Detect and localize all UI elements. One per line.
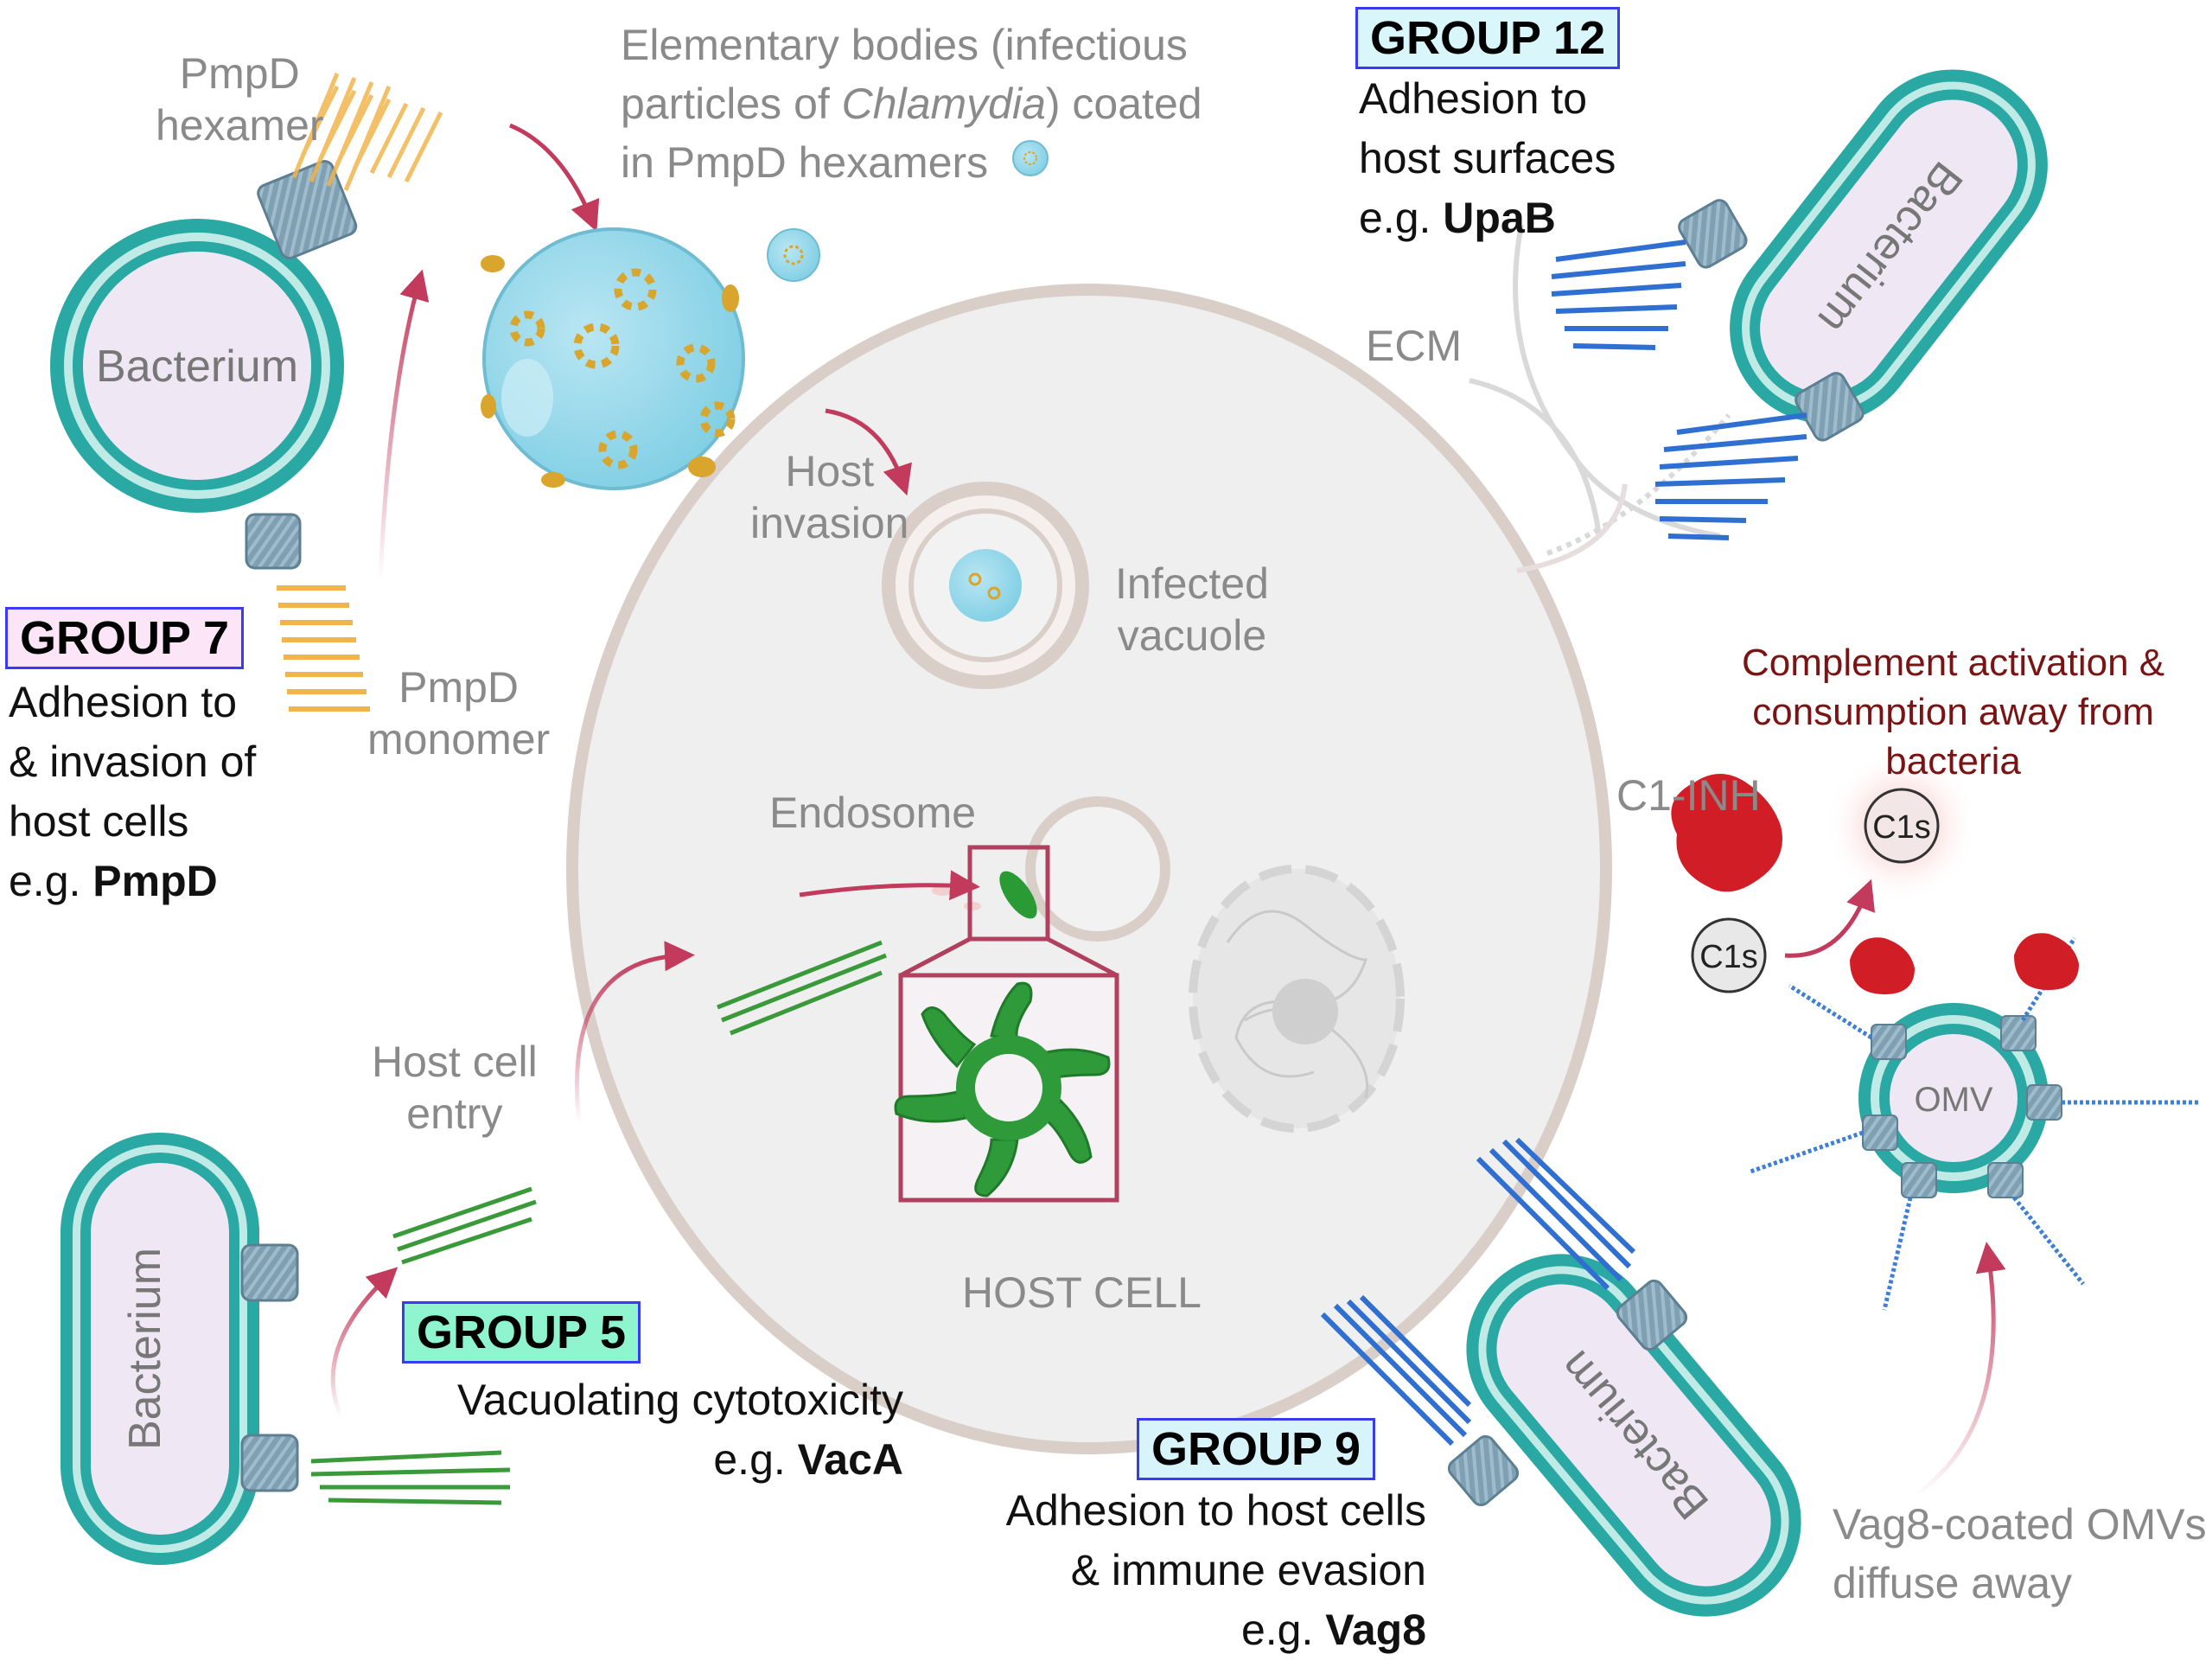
group5-example: e.g. VacA bbox=[411, 1430, 903, 1490]
group7-example-prefix: e.g. bbox=[9, 857, 93, 905]
group9-example-prefix: e.g. bbox=[1240, 1606, 1326, 1654]
eb-caption-line2-post: ) coated bbox=[1045, 80, 1202, 128]
small-elementary-body-1 bbox=[767, 228, 820, 282]
endosome-arrow bbox=[799, 870, 980, 901]
group9-line1: Adhesion to host cells bbox=[1005, 1486, 1426, 1535]
vaca-release-arrow bbox=[330, 1267, 398, 1420]
group5-example-name: VacA bbox=[797, 1435, 903, 1484]
host-cell bbox=[566, 284, 1612, 1454]
complement-line2: consumption away from bbox=[1752, 691, 2154, 734]
pmpd-monomer-label-line1: PmpD bbox=[398, 663, 520, 712]
monomer-to-hexamer-arrow bbox=[378, 269, 430, 580]
c1s-release-arrow bbox=[1784, 878, 1876, 958]
omv-label: OMV bbox=[1914, 1081, 1992, 1119]
omv-vesicle: OMV bbox=[1750, 936, 2200, 1311]
group7-line2: & invasion of bbox=[9, 738, 257, 786]
group7-example-name: PmpD bbox=[92, 857, 218, 905]
group7-bacterium: Bacterium bbox=[50, 219, 344, 513]
group9-bacterium: Bacterium bbox=[1466, 1254, 1801, 1617]
vaca-protein-icon bbox=[240, 940, 887, 1505]
group9-title: GROUP 9 bbox=[1137, 1418, 1376, 1481]
group7-line3: host cells bbox=[9, 797, 189, 846]
group5-title: GROUP 5 bbox=[402, 1301, 641, 1364]
omv-diffuse-arrow bbox=[1913, 1242, 2006, 1498]
host-cell-label: HOST CELL bbox=[962, 1268, 1202, 1317]
group5-example-prefix: e.g. bbox=[713, 1435, 798, 1484]
group12-line2: host surfaces bbox=[1359, 134, 1616, 182]
group12-example-prefix: e.g. bbox=[1359, 194, 1444, 242]
group5-line1: Vacuolating cytotoxicity bbox=[457, 1376, 903, 1424]
group7-example: e.g. PmpD bbox=[9, 852, 256, 911]
host-cell-entry-arrow bbox=[575, 941, 695, 1125]
infected-vacuole-label: Infected vacuole bbox=[1115, 558, 1269, 661]
hexamer-to-eb-arrow bbox=[509, 123, 600, 232]
vag8-protein-icon bbox=[1320, 1137, 1688, 1507]
infected-vacuole-line2: vacuole bbox=[1117, 611, 1267, 660]
endosome-label: Endosome bbox=[769, 789, 977, 837]
group12-example: e.g. UpaB bbox=[1359, 188, 1616, 248]
group12-description: Adhesion to host surfaces e.g. UpaB bbox=[1359, 69, 1616, 248]
group9-example-name: Vag8 bbox=[1325, 1606, 1426, 1654]
chlamydia-italic: Chlamydia bbox=[841, 80, 1046, 128]
c1s-free-label: C1s bbox=[1872, 809, 1931, 846]
host-cell-entry-line2: entry bbox=[406, 1089, 503, 1138]
pmpd-monomer-label-line2: monomer bbox=[367, 715, 551, 763]
elementary-body bbox=[481, 140, 1049, 490]
pmpd-monomer-icon bbox=[245, 513, 370, 712]
group5-bacterium-label: Bacterium bbox=[120, 1248, 170, 1450]
group7-title: GROUP 7 bbox=[5, 607, 245, 670]
endosome bbox=[932, 796, 1170, 942]
eb-caption-line3: in PmpD hexamers bbox=[621, 138, 989, 187]
complement-line1: Complement activation & bbox=[1742, 642, 2165, 684]
group7-line1: Adhesion to bbox=[9, 678, 238, 726]
group12-example-name: UpaB bbox=[1443, 194, 1556, 242]
pmpd-hexamer-label-line2: hexamer bbox=[156, 101, 324, 150]
c1-inh-protein-icon bbox=[1671, 774, 2079, 994]
group12-line1: Adhesion to bbox=[1359, 74, 1588, 123]
host-invasion-label: Host invasion bbox=[750, 445, 908, 549]
upab-protein-icon bbox=[1551, 199, 1865, 540]
pmpd-hexamer-label-line1: PmpD bbox=[179, 49, 300, 98]
small-elementary-body-2 bbox=[1012, 140, 1049, 176]
group9-line2: & immune evasion bbox=[1070, 1546, 1426, 1594]
group9-description: Adhesion to host cells & immune evasion … bbox=[968, 1481, 1426, 1660]
c1s-bound-label: C1s bbox=[1699, 939, 1758, 975]
group9-example: e.g. Vag8 bbox=[968, 1600, 1426, 1660]
group7-bacterium-label: Bacterium bbox=[96, 342, 298, 392]
omv-diffuse-label: Vag8-coated OMVs diffuse away bbox=[1833, 1496, 2207, 1613]
ecm-fibers bbox=[1469, 224, 1731, 573]
ecm-label: ECM bbox=[1366, 322, 1463, 370]
vaca-zoom-box bbox=[894, 845, 1119, 1203]
group5-description: Vacuolating cytotoxicity e.g. VacA bbox=[411, 1370, 903, 1490]
complement-caption: Complement activation & consumption away… bbox=[1742, 638, 2164, 787]
omv-diffuse-line1: Vag8-coated OMVs bbox=[1833, 1500, 2207, 1549]
host-cell-entry-line1: Host cell bbox=[372, 1038, 538, 1086]
group5-bacterium: Bacterium bbox=[61, 1133, 259, 1565]
vaca-hexamer-icon bbox=[894, 981, 1111, 1198]
eb-caption-line2-pre: particles of bbox=[621, 80, 842, 128]
infected-vacuole-line1: Infected bbox=[1115, 559, 1269, 608]
pmpd-monomer-label: PmpD monomer bbox=[367, 661, 550, 765]
c1-inh-label: C1-INH bbox=[1616, 771, 1761, 820]
host-invasion-line2: invasion bbox=[750, 499, 909, 547]
eb-caption-line1: Elementary bodies (infectious bbox=[621, 21, 1188, 69]
pmpd-hexamer-icon bbox=[257, 73, 443, 259]
complement-line3: bacteria bbox=[1885, 740, 2021, 783]
group12-bacterium: Bacterium bbox=[1730, 69, 2048, 424]
host-invasion-arrow bbox=[825, 408, 912, 496]
group12-title: GROUP 12 bbox=[1355, 7, 1621, 70]
c1s-bound: C1s bbox=[1691, 917, 1767, 993]
group7-description: Adhesion to & invasion of host cells e.g… bbox=[9, 673, 256, 911]
elementary-bodies-caption: Elementary bodies (infectious particles … bbox=[621, 16, 1202, 192]
host-invasion-line1: Host bbox=[785, 447, 875, 495]
omv-diffuse-line2: diffuse away bbox=[1833, 1558, 2073, 1607]
infected-vacuole bbox=[882, 482, 1089, 689]
c1s-free: C1s bbox=[1824, 748, 1979, 904]
eb-caption-line2: particles of Chlamydia) coated bbox=[621, 74, 1202, 133]
nucleus-icon bbox=[1189, 865, 1405, 1133]
pmpd-hexamer-label: PmpD hexamer bbox=[156, 48, 324, 151]
host-cell-entry-label: Host cell entry bbox=[372, 1036, 538, 1140]
